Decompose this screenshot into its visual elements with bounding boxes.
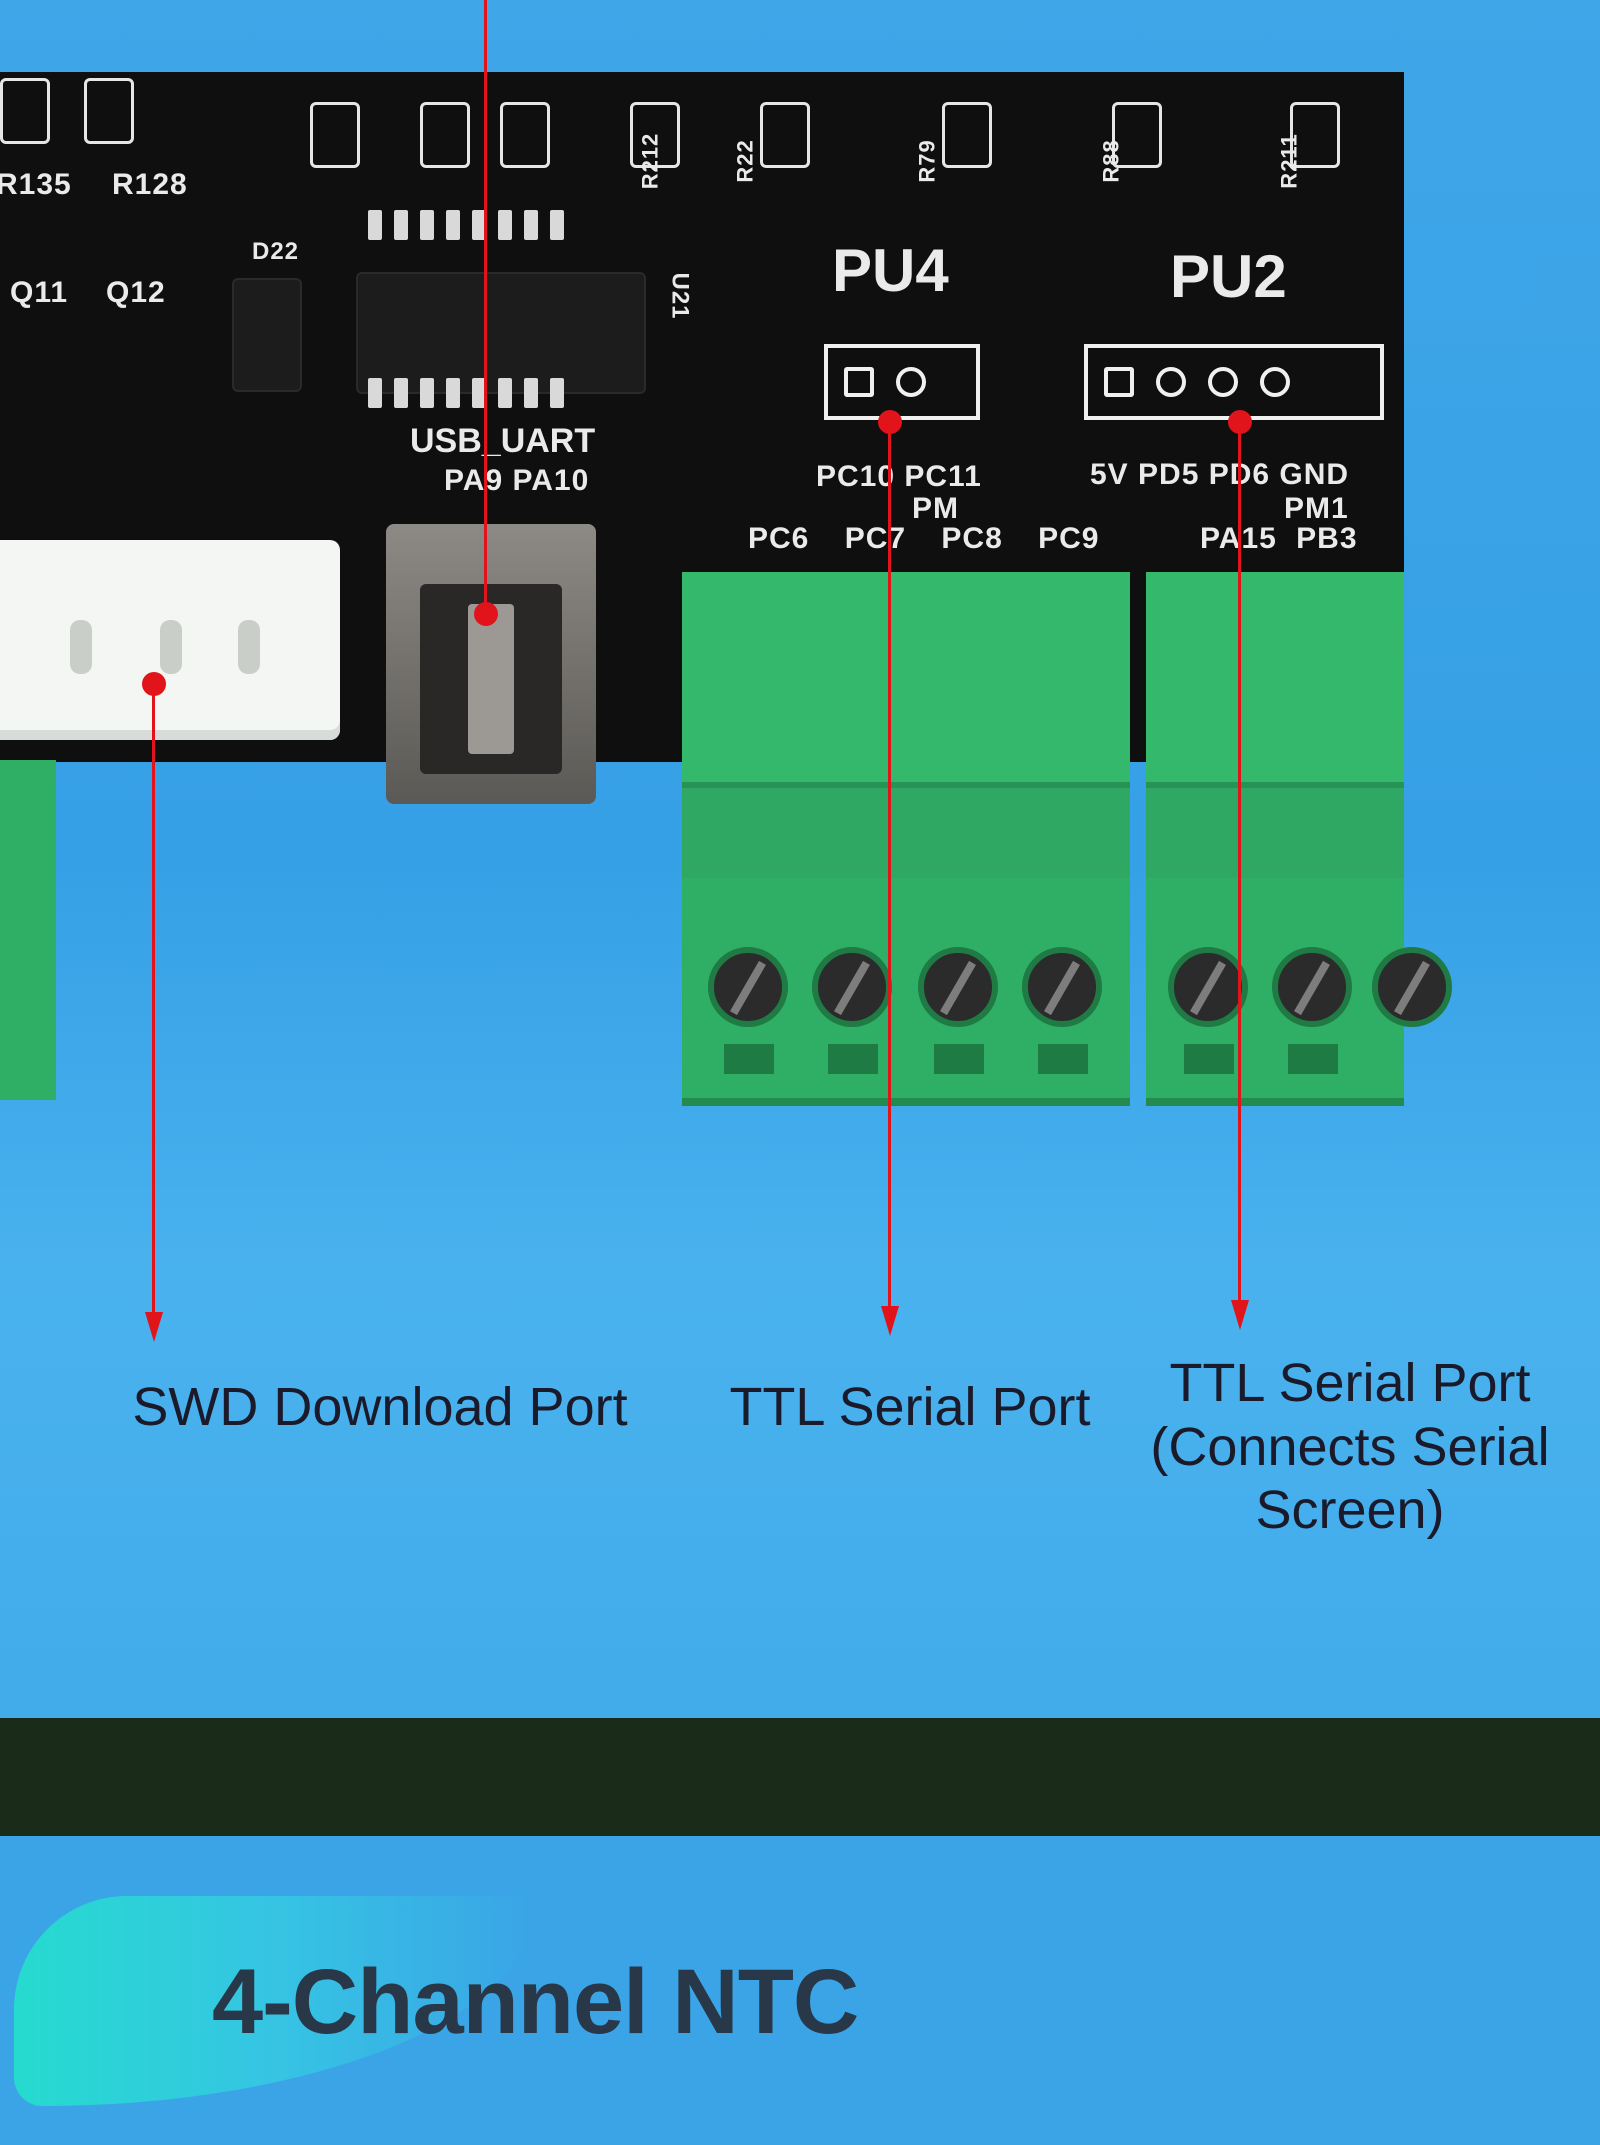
left-terminal-edge <box>0 760 56 1100</box>
smd-resistor <box>760 102 810 168</box>
callout-arrow-ttl <box>881 1306 899 1336</box>
silk-r211: R211 <box>1276 133 1302 189</box>
callout-line-swd <box>152 684 155 1314</box>
divider-band <box>0 1718 1600 1836</box>
silk-r212: R212 <box>637 132 663 190</box>
silk-terminal-left-pins: PC6 PC7 PC8 PC9 <box>748 522 1100 555</box>
ic-pins-bottom <box>368 378 564 408</box>
silk-d22: D22 <box>252 238 300 265</box>
callout-arrow-swd <box>145 1312 163 1342</box>
ic-pins-top <box>368 210 564 240</box>
smd-resistor <box>942 102 992 168</box>
silk-pm: PM <box>912 492 959 525</box>
label-ttl-screen-line2: (Connects Serial <box>1150 1416 1550 1477</box>
label-ttl-serial-screen: TTL Serial Port (Connects Serial Screen) <box>1110 1352 1590 1543</box>
pu4-header <box>824 344 980 420</box>
label-ttl-screen-line1: TTL Serial Port <box>1169 1353 1531 1413</box>
callout-dot-usb <box>474 602 498 626</box>
smd-resistor <box>1290 102 1340 168</box>
silk-pu2-pins: 5V PD5 PD6 GND <box>1090 458 1350 491</box>
smd-resistor <box>0 78 50 144</box>
mini-usb-port <box>386 524 596 804</box>
section-heading: 4-Channel NTC <box>212 1951 859 2053</box>
silk-r128: R128 <box>112 168 188 201</box>
silk-pu2: PU2 <box>1170 243 1287 310</box>
callout-line-ttl <box>888 422 891 1310</box>
diode-package <box>232 278 302 392</box>
smd-resistor <box>310 102 360 168</box>
silk-u21: U21 <box>666 272 694 320</box>
smd-resistor <box>1112 102 1162 168</box>
smd-resistor <box>84 78 134 144</box>
smd-resistor <box>630 102 680 168</box>
silk-r79: R79 <box>914 139 940 183</box>
silk-q12: Q12 <box>106 276 166 309</box>
board-photo: R135 R128 Q11 Q12 D22 U21 R212 R22 R79 R… <box>0 0 1600 1720</box>
silk-r135: R135 <box>0 168 72 201</box>
silk-r88: R88 <box>1098 139 1124 183</box>
callout-line-usb <box>484 0 487 612</box>
label-swd-download-port: SWD Download Port <box>132 1377 628 1437</box>
swd-jst-connector <box>0 540 340 740</box>
smd-resistor <box>500 102 550 168</box>
silk-pu4-pins: PC10 PC11 <box>816 460 982 493</box>
silk-q11: Q11 <box>10 276 69 309</box>
smd-resistor <box>420 102 470 168</box>
silk-pu4: PU4 <box>832 237 949 304</box>
silk-terminal-right-pins: PA15 PB3 <box>1200 522 1358 555</box>
silk-usb-pins: PA9 PA10 <box>444 464 590 497</box>
label-ttl-screen-line3: Screen) <box>1255 1480 1445 1541</box>
label-ttl-serial-port: TTL Serial Port <box>729 1377 1091 1437</box>
callout-line-ttl-screen <box>1238 422 1241 1304</box>
callout-arrow-ttl-screen <box>1231 1300 1249 1330</box>
usb-uart-ic <box>356 272 646 394</box>
silk-pm1: PM1 <box>1284 492 1349 525</box>
terminal-block-left <box>682 572 1130 1106</box>
silk-r22: R22 <box>732 139 758 183</box>
terminal-block-right <box>1146 572 1452 1106</box>
silk-usb-uart: USB_UART <box>410 422 596 460</box>
pu2-header <box>1084 344 1384 420</box>
